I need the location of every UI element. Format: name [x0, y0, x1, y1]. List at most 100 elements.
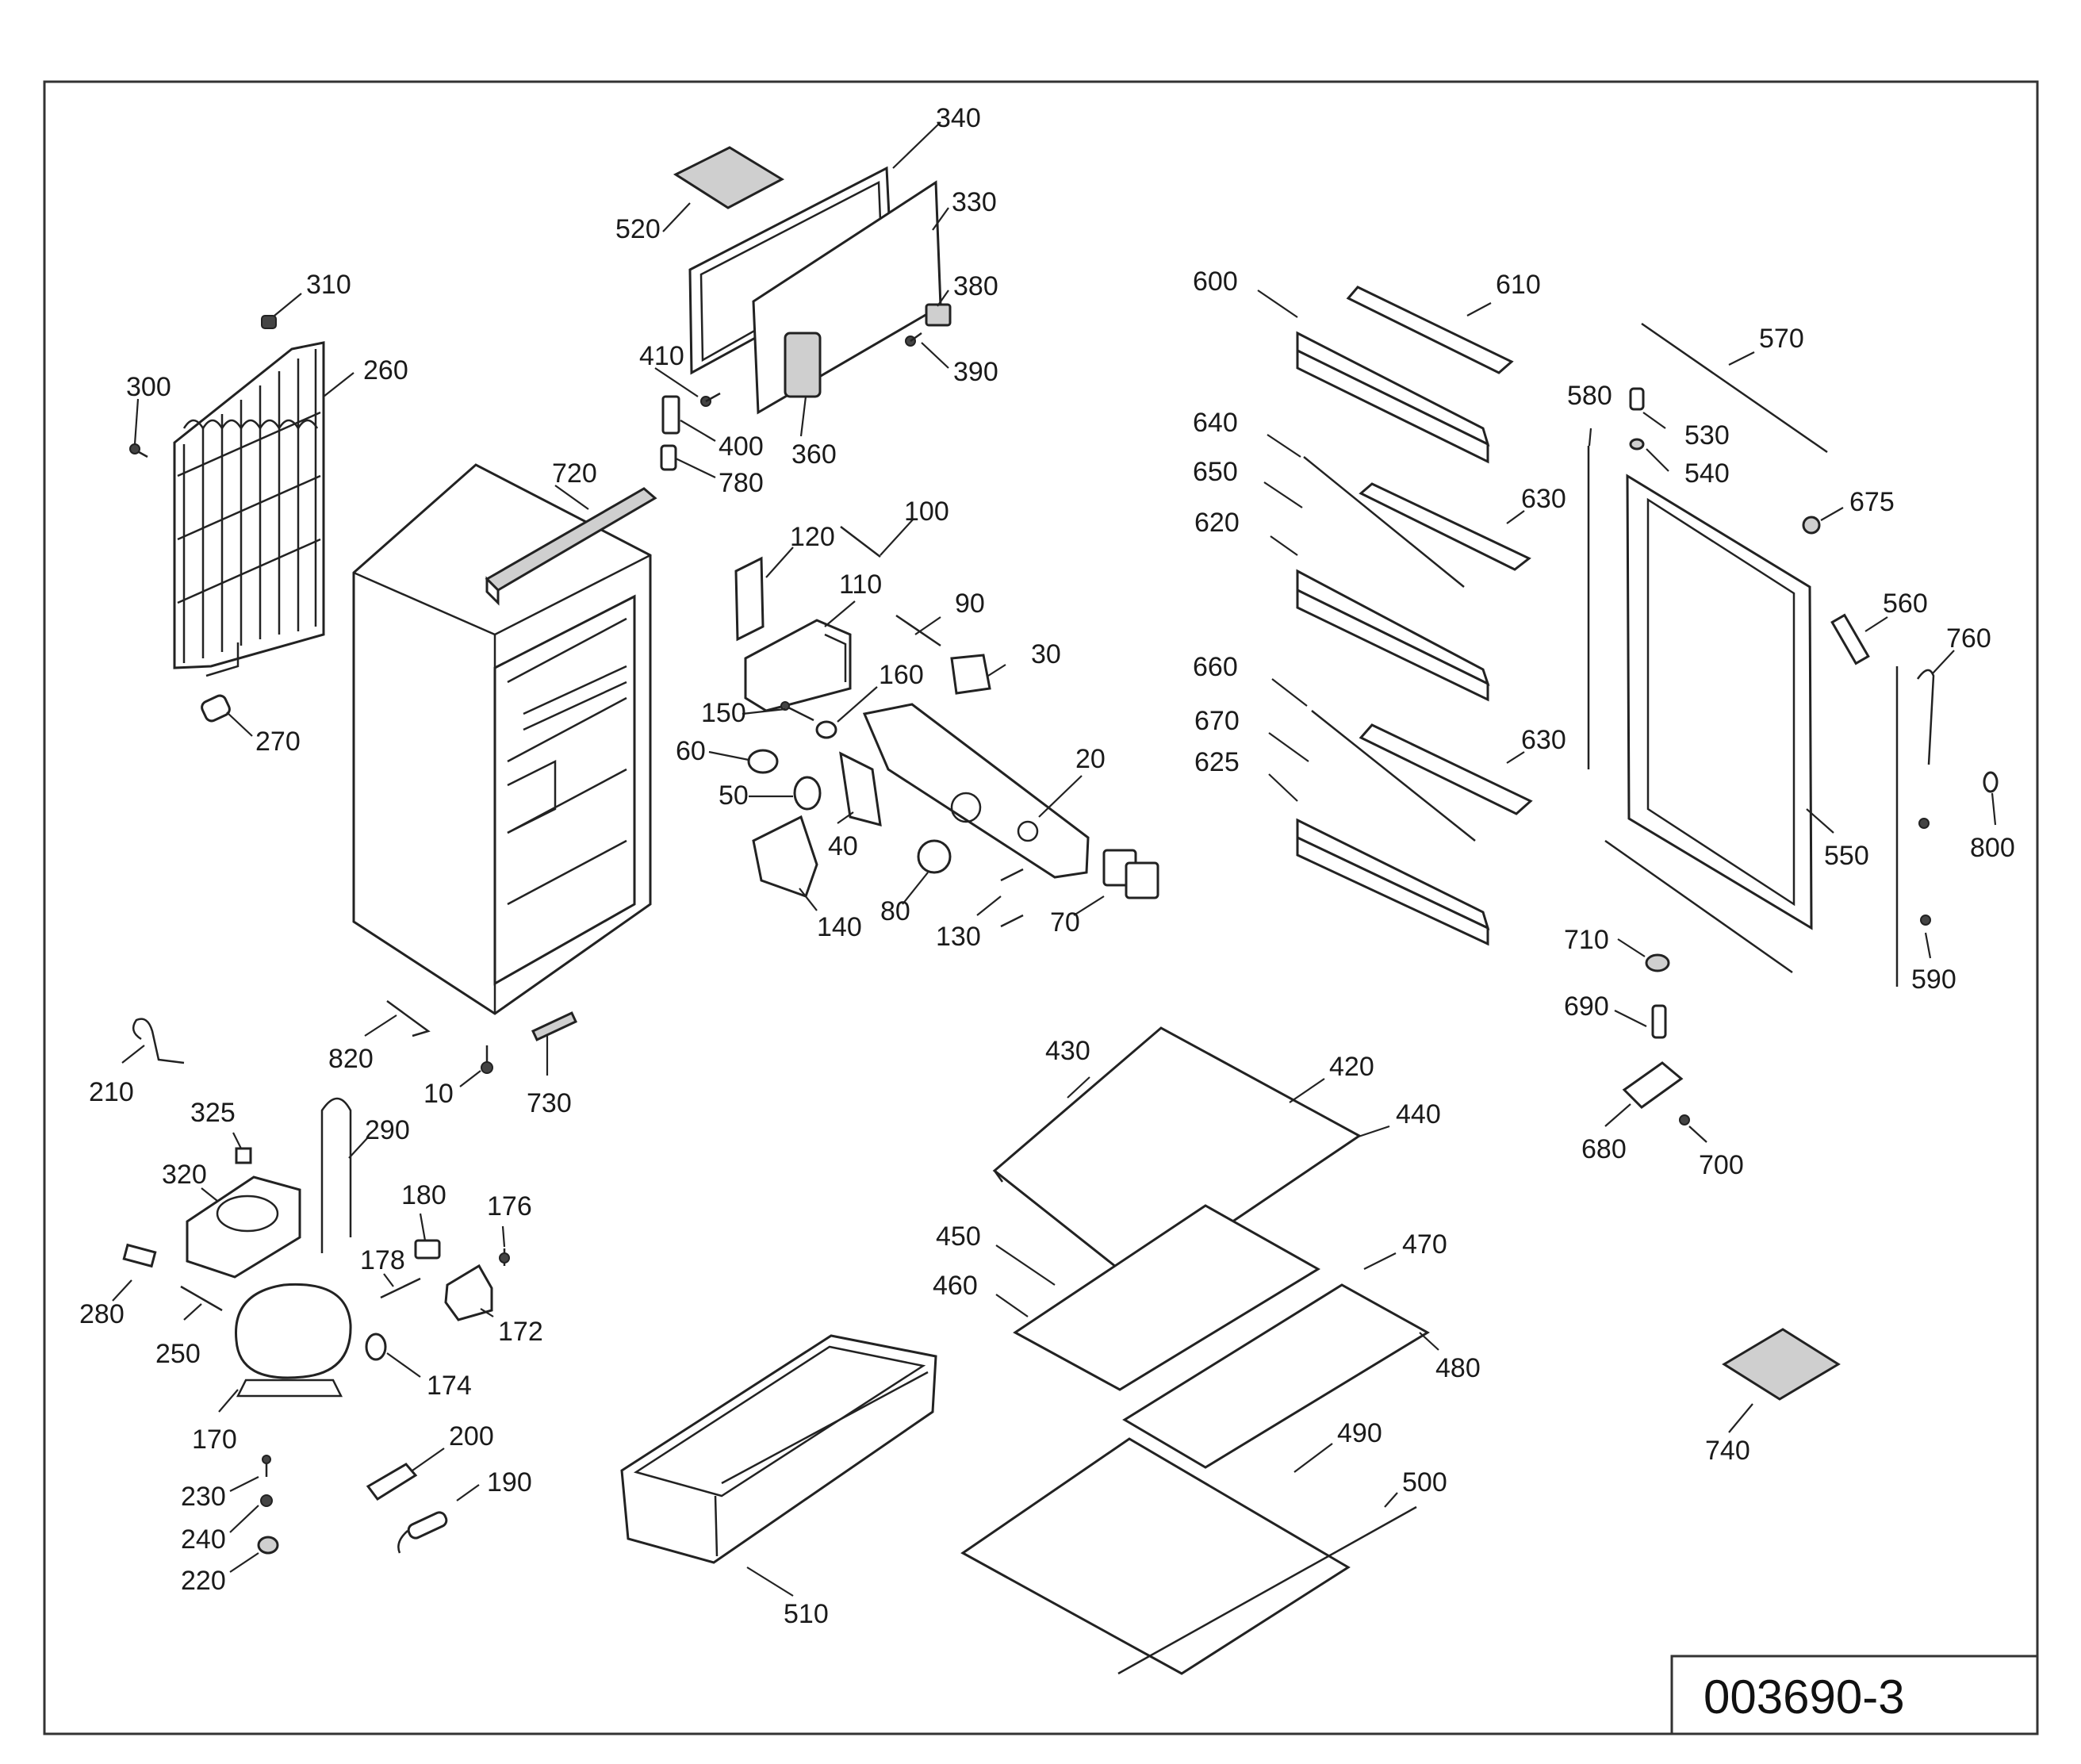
callout-520: 520 — [615, 214, 661, 244]
part-50 — [793, 776, 822, 811]
callout-10: 10 — [423, 1079, 454, 1109]
part-630a — [1359, 482, 1531, 571]
callout-200: 200 — [449, 1421, 494, 1451]
callout-210: 210 — [89, 1077, 134, 1107]
callout-100: 100 — [904, 497, 949, 527]
callout-640: 640 — [1193, 408, 1238, 438]
callout-690: 690 — [1564, 991, 1609, 1022]
part-270 — [201, 694, 231, 723]
part-730 — [531, 1011, 577, 1041]
callout-410: 410 — [639, 341, 684, 371]
callout-310: 310 — [306, 270, 351, 300]
part-172 — [444, 1264, 493, 1321]
callout-130: 130 — [936, 922, 981, 952]
callout-300: 300 — [126, 372, 171, 402]
part-325 — [235, 1147, 252, 1164]
callout-390: 390 — [953, 357, 998, 387]
part-100 — [840, 526, 881, 558]
part-630b — [1359, 723, 1533, 815]
part-780 — [660, 444, 677, 471]
callout-290: 290 — [365, 1115, 410, 1145]
callout-530: 530 — [1684, 420, 1730, 451]
callout-660: 660 — [1193, 652, 1238, 682]
callout-470: 470 — [1402, 1229, 1447, 1260]
part-700 — [1679, 1114, 1690, 1126]
part-20 — [862, 703, 1090, 879]
part-280 — [122, 1243, 157, 1268]
leader-lines — [112, 121, 1997, 1597]
callout-176: 176 — [487, 1191, 532, 1221]
callout-120: 120 — [790, 522, 835, 552]
callout-90: 90 — [955, 589, 985, 619]
callout-710: 710 — [1564, 925, 1609, 955]
callout-630b: 630 — [1521, 725, 1566, 755]
callout-70: 70 — [1050, 907, 1080, 938]
part-720 — [485, 487, 657, 606]
part-230 — [262, 1455, 271, 1477]
callout-110: 110 — [839, 569, 882, 600]
part-590 — [1918, 818, 1931, 926]
callout-250: 250 — [155, 1339, 201, 1369]
callout-570: 570 — [1759, 324, 1804, 354]
cabinet — [352, 463, 652, 1015]
callout-490: 490 — [1337, 1418, 1382, 1448]
part-675 — [1802, 516, 1821, 535]
drawing-code: 003690-3 — [1704, 1670, 1905, 1724]
part-176 — [499, 1248, 510, 1266]
callout-440: 440 — [1396, 1099, 1441, 1129]
part-290 — [320, 1097, 352, 1253]
part-360 — [784, 332, 822, 398]
callout-680: 680 — [1581, 1134, 1627, 1164]
part-120 — [734, 556, 765, 642]
callout-60: 60 — [676, 736, 706, 766]
callout-540: 540 — [1684, 458, 1730, 489]
callout-430: 430 — [1045, 1036, 1090, 1066]
callout-labels: 300 310 260 270 720 520 340 330 380 390 … — [79, 103, 2015, 1629]
condenser-260 — [173, 341, 325, 677]
callout-260: 260 — [363, 355, 408, 385]
part-690 — [1651, 1004, 1667, 1039]
callout-650: 650 — [1193, 457, 1238, 487]
callout-360: 360 — [791, 439, 837, 470]
callout-560: 560 — [1883, 589, 1928, 619]
callout-580: 580 — [1567, 381, 1612, 411]
callout-340: 340 — [936, 103, 981, 133]
callout-510: 510 — [784, 1599, 829, 1629]
part-180 — [414, 1239, 441, 1260]
part-560 — [1830, 613, 1870, 665]
part-240 — [260, 1494, 273, 1507]
callout-670: 670 — [1194, 706, 1240, 736]
callout-230: 230 — [181, 1482, 226, 1512]
drawing-frame — [43, 80, 2039, 1735]
part-200 — [366, 1463, 418, 1501]
part-310 — [261, 315, 277, 329]
callout-500: 500 — [1402, 1467, 1447, 1497]
part-220 — [257, 1536, 279, 1555]
part-800 — [1983, 771, 1999, 793]
part-640 — [1303, 456, 1465, 588]
part-130 — [1000, 868, 1024, 928]
callout-20: 20 — [1075, 744, 1106, 774]
callout-610: 610 — [1496, 270, 1541, 300]
callout-590: 590 — [1911, 964, 1956, 995]
part-710 — [1645, 953, 1670, 972]
callout-620: 620 — [1194, 508, 1240, 538]
callout-172: 172 — [498, 1317, 543, 1347]
callout-675: 675 — [1849, 487, 1895, 517]
part-90 — [895, 614, 941, 647]
part-530 — [1629, 387, 1645, 411]
callout-30: 30 — [1031, 639, 1061, 669]
part-110 — [744, 619, 852, 712]
part-740 — [1722, 1328, 1841, 1401]
callout-178: 178 — [360, 1245, 405, 1275]
part-570 — [1641, 322, 1828, 454]
door-bottom-rail — [1604, 839, 1793, 974]
part-625 — [1296, 818, 1490, 946]
part-410 — [700, 392, 721, 407]
callout-400: 400 — [719, 431, 764, 462]
part-174 — [365, 1333, 387, 1361]
callout-325: 325 — [190, 1098, 236, 1128]
part-470 — [1122, 1283, 1430, 1469]
callout-730: 730 — [527, 1088, 572, 1118]
callout-550: 550 — [1824, 841, 1869, 871]
